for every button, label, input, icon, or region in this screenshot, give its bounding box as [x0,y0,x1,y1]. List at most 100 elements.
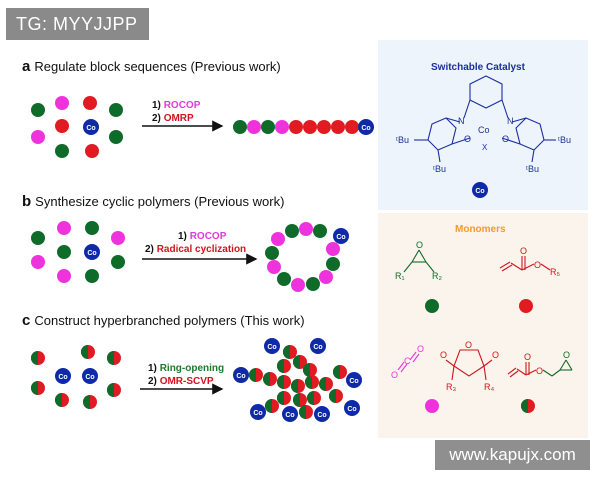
top-watermark: TG: MYYJJPP [6,8,149,40]
monomers-panel [378,213,588,438]
section-a-step1-text: ROCOP [163,100,201,111]
green-monomer-dot [57,245,71,259]
cobalt-catalyst-dot: Co [314,406,330,422]
green-monomer-dot [109,130,123,144]
n-atom-label: N [458,116,465,126]
cobalt-label: Co [347,406,356,413]
o-atom-label: O [492,350,499,360]
section-a-monomer-mix: Co [31,96,123,158]
section-a-step1: 1) ROCOP [152,100,200,111]
green-monomer-dot [425,299,439,313]
o-atom-label: O [524,352,531,362]
hyperbranched-polymer: Co Co Co Co Co Co Co Co [233,338,362,422]
o-atom-label: O [440,350,447,360]
epoxide-structure [403,249,435,273]
section-b-step2-text: Radical cyclization [156,244,247,255]
cobalt-catalyst-dot: Co [333,228,349,244]
r3-label: R₃ [446,382,456,392]
catalyst-panel [378,40,588,210]
cobalt-label: Co [285,412,294,419]
green-monomer-dot [55,144,69,158]
section-b-step2-number: 2) [145,244,154,255]
cobalt-label: Co [361,125,370,132]
o-atom-label: O [502,134,509,144]
tbu-label: ᵗBu [526,164,539,174]
magenta-monomer-dot [57,221,71,235]
o-atom-label: O [520,246,527,256]
cobalt-label: Co [58,374,67,381]
cobalt-catalyst-dot: Co [310,338,326,354]
anhydride-structure [445,349,493,381]
cobalt-catalyst-dot: Co [264,338,280,354]
section-c-step1: 1) Ring-opening [148,363,224,374]
red-monomer-dot [83,96,97,110]
co2-structure [397,351,420,373]
acrylate-structure [499,256,551,272]
section-b-step1-text: ROCOP [189,231,227,242]
cobalt-catalyst-dot: Co [346,372,362,388]
o-atom-label: O [536,366,543,376]
magenta-monomer-dot [55,96,69,110]
cobalt-label: Co [236,373,245,380]
o-atom-label: O [416,240,423,250]
cobalt-catalyst-dot: Co [83,119,99,135]
cobalt-label: Co [336,234,345,241]
cobalt-catalyst-dot: Co [282,406,298,422]
section-c-step2: 2) OMR-SCVP [148,376,214,387]
section-a-title: Regulate block sequences (Previous work) [34,59,281,74]
cobalt-catalyst-dot: Co [55,368,71,384]
section-c-inimer-mix: Co Co [31,345,121,409]
glycidyl-acrylate-structure [507,359,573,378]
cobalt-catalyst-dot: Co [233,367,249,383]
green-monomer-dot [85,269,99,283]
bottom-watermark: www.kapujx.com [435,440,590,470]
cobalt-label: Co [253,410,262,417]
r2-label: R₂ [432,271,442,281]
cobalt-label: Co [313,344,322,351]
cobalt-label: Co [267,344,276,351]
green-monomer-dot [109,103,123,117]
inimer-dot [521,399,535,413]
section-c-step1-text: Ring-opening [159,363,225,374]
cobalt-label: Co [86,125,95,132]
section-c-letter: c [22,312,31,329]
tbu-label: ᵗBu [558,135,571,145]
r4-label: R₄ [484,382,494,392]
section-c-title: Construct hyperbranched polymers (This w… [34,313,305,328]
tbu-label: ᵗBu [433,164,446,174]
monomers-title: Monomers [455,224,506,235]
x-ligand-label: X [482,143,488,152]
section-a-step2: 2) OMRP [152,113,194,124]
green-monomer-dot [31,231,45,245]
section-a-step2-text: OMRP [163,113,194,124]
salen-cobalt-structure [414,75,556,163]
section-b-step2: 2) Radical cyclization [145,244,246,255]
section-b-letter: b [22,193,32,210]
section-b-step1-number: 1) [178,231,187,242]
cobalt-label: Co [317,412,326,419]
cobalt-catalyst-dot: Co [84,244,100,260]
catalyst-title: Switchable Catalyst [431,62,525,73]
section-a-step2-number: 2) [152,113,161,124]
c-atom-label: C [404,356,411,366]
red-monomer-dot [519,299,533,313]
o-atom-label: O [417,344,424,354]
magenta-monomer-dot [31,255,45,269]
section-c-step1-number: 1) [148,363,157,374]
o-atom-label: O [391,370,398,380]
section-c-step2-text: OMR-SCVP [159,376,214,387]
magenta-monomer-dot [57,269,71,283]
section-b-monomer-mix: Co [31,221,125,283]
o-atom-label: O [464,134,471,144]
green-monomer-dot [111,255,125,269]
cobalt-catalyst-dot: Co [250,404,266,420]
green-monomer-dot [31,103,45,117]
salen-labels: Co N N O O X ᵗBu ᵗBu ᵗBu ᵗBu [396,116,571,174]
magenta-monomer-dot [425,399,439,413]
o-atom-label: O [563,350,570,360]
magenta-monomer-dot [111,231,125,245]
section-b-title: Synthesize cyclic polymers (Previous wor… [35,194,285,209]
